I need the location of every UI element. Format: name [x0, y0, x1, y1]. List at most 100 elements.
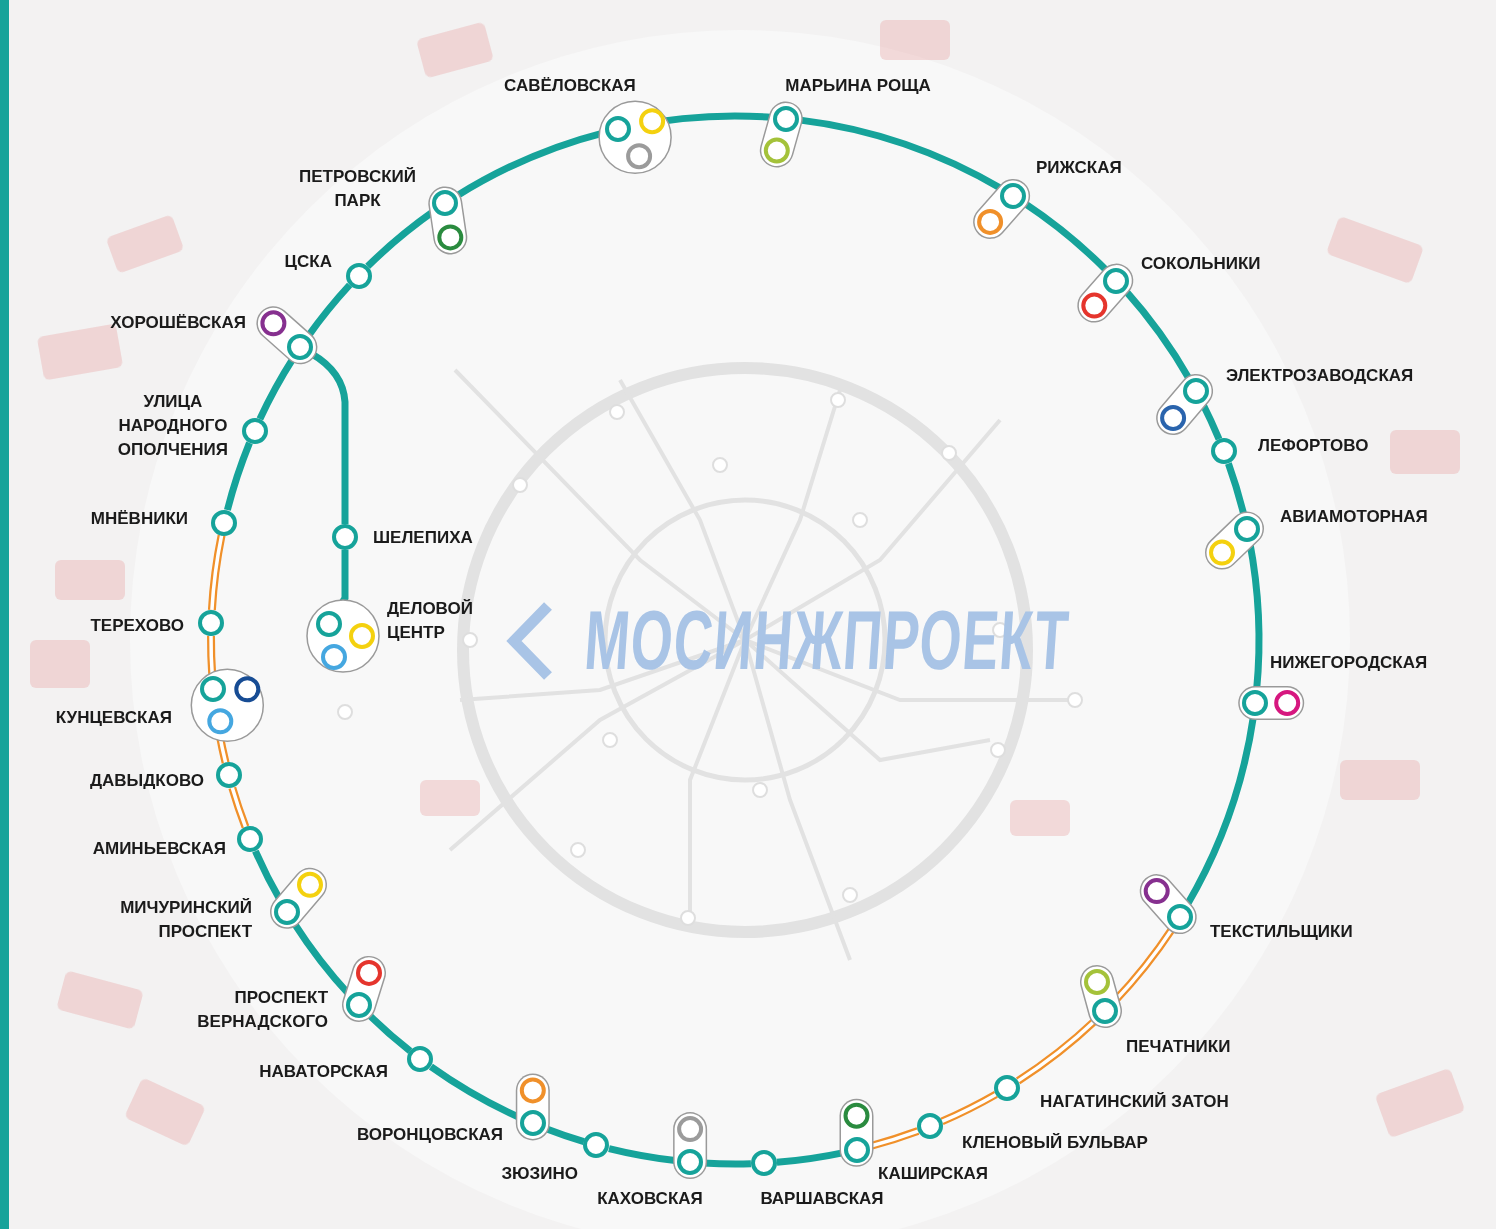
cutter-teeth	[30, 20, 1465, 1147]
cutter-tooth	[416, 22, 494, 79]
line-segment	[232, 788, 245, 827]
line-segment-outer	[1018, 1020, 1096, 1081]
line-segment	[799, 120, 1002, 189]
line-segment-outer	[869, 1131, 918, 1146]
station-name: МНЁВНИКИ	[91, 509, 188, 529]
line-segment-path	[609, 1149, 677, 1161]
station-marker: КАШИРСКАЯ	[844, 1137, 870, 1163]
station-marker: КАХОВСКАЯ	[677, 1149, 703, 1175]
station-marker: АВИАМОТОРНАЯ	[1234, 516, 1260, 542]
cutter-tooth	[1375, 1068, 1466, 1139]
line-segment	[777, 1153, 844, 1163]
station-marker: ДЕЛОВОЙ ЦЕНТР	[316, 611, 342, 637]
station-name: САВЁЛОВСКАЯ	[504, 76, 636, 96]
line-segment	[227, 443, 249, 510]
line-segment-path	[545, 1128, 584, 1141]
station-name: ХОРОШЁВСКАЯ	[110, 313, 246, 333]
inner-metro-map	[450, 368, 1080, 960]
cutter-tooth	[56, 970, 144, 1029]
station-name: ЗЮЗИНО	[501, 1164, 578, 1184]
transfer-circle	[236, 678, 258, 700]
station-marker: ТЕКСТИЛЬЩИКИ	[1167, 904, 1193, 930]
station-marker: НАГАТИНСКИЙ ЗАТОН	[994, 1075, 1020, 1101]
transfer-circle	[641, 110, 663, 132]
station-marker: ВАРШАВСКАЯ	[751, 1150, 777, 1176]
line-segment	[1250, 541, 1259, 690]
transfer-circle	[1211, 542, 1233, 564]
line-segment	[942, 1094, 996, 1121]
station-name: КУНЦЕВСКАЯ	[56, 708, 172, 728]
line-segment-inner	[232, 788, 245, 827]
line-segment-path	[703, 1163, 751, 1164]
station-marker: ТЕРЕХОВО	[198, 610, 224, 636]
line-segment-inner	[1018, 1020, 1096, 1081]
line-segment-path	[368, 211, 435, 267]
map-dot	[1068, 693, 1082, 707]
station-marker: ЛЕФОРТОВО	[1211, 438, 1237, 464]
line-segment	[308, 285, 350, 337]
station-name: АМИНЬЕВСКАЯ	[93, 839, 226, 859]
line-segment-path	[255, 851, 280, 901]
line-segment-path	[227, 443, 249, 510]
line-segment-path	[308, 285, 350, 337]
map-dot	[610, 405, 624, 419]
line-segment-inner	[869, 1131, 918, 1146]
station-name: ЭЛЕКТРОЗАВОДСКАЯ	[1226, 366, 1413, 386]
station-name: ТЕКСТИЛЬЩИКИ	[1210, 922, 1353, 942]
map-dot	[853, 513, 867, 527]
line-segment-path	[799, 120, 1002, 189]
cutter-disc	[130, 30, 1350, 1229]
interchange-disc	[599, 101, 671, 173]
line-segment-path	[1202, 403, 1219, 440]
station-name: ПЕТРОВСКИЙ ПАРК	[299, 165, 416, 213]
line-segment	[869, 1131, 918, 1146]
line-segment	[1202, 403, 1219, 440]
transfer-circle	[1086, 971, 1108, 993]
map-dot	[942, 446, 956, 460]
line-segment-outer	[211, 636, 212, 676]
line-segment-inner	[212, 535, 222, 610]
line-segment	[212, 535, 222, 610]
station-marker: ДАВЫДКОВО	[216, 762, 242, 788]
station-name: ЦСКА	[285, 252, 332, 272]
station-name: ВАРШАВСКАЯ	[760, 1189, 883, 1209]
cutter-tooth	[124, 1077, 206, 1146]
station-marker: ШЕЛЕПИХА	[332, 524, 358, 550]
line-segment-path	[1250, 541, 1259, 690]
cutter-tooth	[37, 323, 123, 380]
line-segment	[1018, 1020, 1096, 1081]
station-name: КЛЕНОВЫЙ БУЛЬВАР	[962, 1133, 1148, 1153]
transfer-circle	[766, 140, 788, 162]
transfer-circle	[209, 710, 231, 732]
line-segment	[368, 211, 435, 267]
line-segment-outer	[1114, 928, 1173, 1002]
transfer-circle	[439, 226, 461, 248]
map-dot	[513, 478, 527, 492]
transfer-circle	[299, 874, 321, 896]
cutter-tooth	[880, 20, 950, 60]
logo-chevron	[514, 606, 548, 676]
line-segment-outer	[212, 535, 222, 610]
station-name: НИЖЕГОРОДСКАЯ	[1270, 653, 1427, 673]
map-dot	[713, 458, 727, 472]
cutter-tooth	[1340, 760, 1420, 800]
line-segment	[260, 358, 293, 419]
line-segment-inner	[942, 1094, 996, 1121]
interchange-disc	[191, 669, 263, 741]
station-name: УЛИЦА НАРОДНОГО ОПОЛЧЕНИЯ	[118, 390, 228, 462]
line-segment-path	[431, 1067, 521, 1119]
station-marker: МАРЬИНА РОЩА	[773, 106, 799, 132]
transfer-circle	[679, 1118, 701, 1140]
station-name: МАРЬИНА РОЩА	[785, 76, 930, 96]
line-segment-inner	[1114, 928, 1173, 1002]
station-name: ДЕЛОВОЙ ЦЕНТР	[387, 597, 473, 645]
line-segment-path	[294, 923, 350, 996]
transfer-circle	[351, 625, 373, 647]
station-name: НАГАТИНСКИЙ ЗАТОН	[1040, 1092, 1229, 1112]
line-segment	[312, 354, 345, 524]
line-segment	[255, 851, 280, 901]
map-dot	[843, 888, 857, 902]
line-segment-path	[312, 354, 345, 524]
station-name: ДАВЫДКОВО	[90, 771, 204, 791]
